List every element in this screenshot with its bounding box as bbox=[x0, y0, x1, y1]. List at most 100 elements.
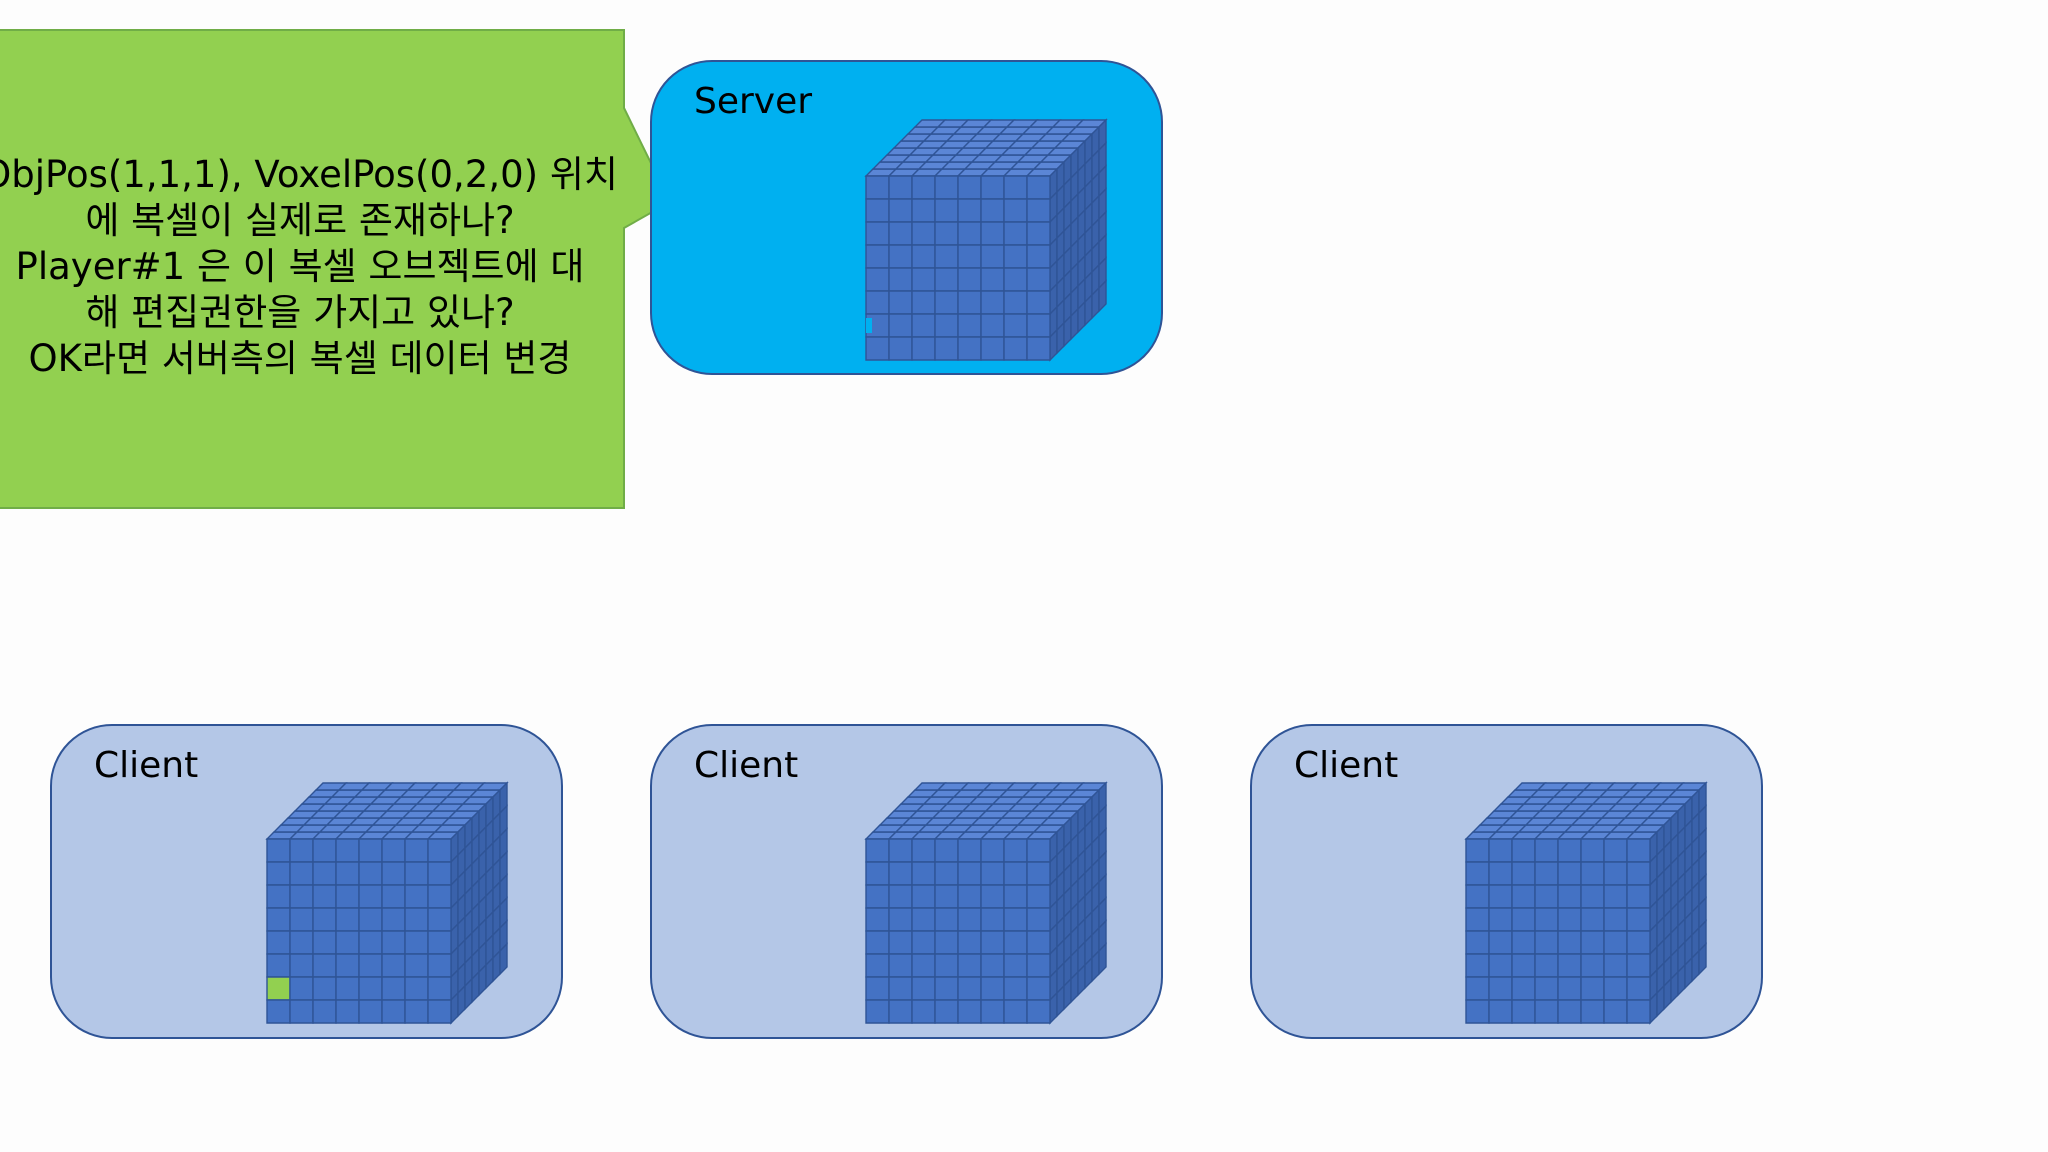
voxel-front bbox=[957, 313, 982, 338]
voxel-front bbox=[1534, 976, 1559, 1001]
callout-line: ObjPos(1,1,1), VoxelPos(0,2,0) 위치 bbox=[0, 153, 618, 196]
voxel-front bbox=[1488, 953, 1513, 978]
voxel-front bbox=[888, 267, 913, 292]
voxel-front bbox=[911, 930, 936, 955]
voxel-front bbox=[1026, 999, 1051, 1024]
voxel-front bbox=[934, 267, 959, 292]
voxel-front bbox=[1534, 838, 1559, 863]
voxel-front bbox=[911, 861, 936, 886]
voxel-front bbox=[289, 861, 314, 886]
voxel-front bbox=[980, 976, 1005, 1001]
voxel-front bbox=[980, 930, 1005, 955]
voxel-front bbox=[911, 290, 936, 315]
voxel-front bbox=[911, 953, 936, 978]
voxel-front bbox=[404, 953, 429, 978]
voxel-front bbox=[1465, 930, 1490, 955]
voxel-front bbox=[911, 907, 936, 932]
voxel-front bbox=[911, 838, 936, 863]
voxel-front bbox=[1626, 953, 1651, 978]
voxel-front bbox=[957, 976, 982, 1001]
voxel-front bbox=[911, 244, 936, 269]
voxel-side bbox=[1098, 942, 1107, 976]
voxel-front bbox=[1003, 953, 1028, 978]
voxel-front bbox=[1580, 884, 1605, 909]
server-label: Server bbox=[694, 81, 813, 122]
voxel-front bbox=[934, 907, 959, 932]
voxel-front bbox=[335, 861, 360, 886]
voxel-front bbox=[1003, 884, 1028, 909]
removed-voxel-notch bbox=[866, 318, 872, 333]
client-label: Client bbox=[1294, 745, 1399, 786]
voxel-front bbox=[934, 976, 959, 1001]
voxel-front bbox=[427, 976, 452, 1001]
voxel-front bbox=[980, 999, 1005, 1024]
voxel-front bbox=[1557, 884, 1582, 909]
voxel-front bbox=[1026, 175, 1051, 200]
voxel-front bbox=[980, 175, 1005, 200]
voxel-front bbox=[1511, 907, 1536, 932]
voxel-front bbox=[1626, 907, 1651, 932]
voxel-front bbox=[1603, 930, 1628, 955]
voxel-front bbox=[1488, 930, 1513, 955]
voxel-front bbox=[934, 884, 959, 909]
voxel-front bbox=[1465, 907, 1490, 932]
voxel-front bbox=[427, 907, 452, 932]
voxel-front bbox=[1026, 267, 1051, 292]
voxel-front bbox=[427, 838, 452, 863]
voxel-front bbox=[865, 198, 890, 223]
voxel-front bbox=[934, 930, 959, 955]
callout-line: 에 복셀이 실제로 존재하나? bbox=[85, 199, 515, 242]
voxel-front bbox=[980, 953, 1005, 978]
voxel-front bbox=[289, 976, 314, 1001]
voxel-front bbox=[1003, 244, 1028, 269]
voxel-front bbox=[980, 267, 1005, 292]
voxel-front bbox=[289, 907, 314, 932]
voxel-front bbox=[1465, 861, 1490, 886]
voxel-front bbox=[381, 861, 406, 886]
voxel-front bbox=[1603, 884, 1628, 909]
voxel-front bbox=[934, 999, 959, 1024]
voxel-front bbox=[865, 999, 890, 1024]
voxel-front bbox=[957, 175, 982, 200]
voxel-front bbox=[381, 838, 406, 863]
voxel-front bbox=[911, 175, 936, 200]
voxel-front bbox=[335, 838, 360, 863]
callout-line: OK라면 서버측의 복셀 데이터 변경 bbox=[28, 337, 572, 380]
voxel-front bbox=[1557, 907, 1582, 932]
voxel-front bbox=[1603, 953, 1628, 978]
voxel-front bbox=[911, 267, 936, 292]
voxel-front bbox=[335, 907, 360, 932]
voxel-front bbox=[980, 244, 1005, 269]
client-label: Client bbox=[94, 745, 199, 786]
voxel-front bbox=[957, 244, 982, 269]
voxel-front bbox=[980, 861, 1005, 886]
voxel-front bbox=[289, 930, 314, 955]
voxel-front bbox=[980, 907, 1005, 932]
voxel-front bbox=[957, 267, 982, 292]
voxel-front bbox=[888, 838, 913, 863]
voxel-front bbox=[1003, 198, 1028, 223]
voxel-front bbox=[1603, 999, 1628, 1024]
voxel-front bbox=[427, 930, 452, 955]
voxel-front bbox=[1003, 976, 1028, 1001]
voxel-front bbox=[1488, 976, 1513, 1001]
callout-box bbox=[0, 29, 672, 509]
voxel-front bbox=[888, 336, 913, 361]
voxel-front bbox=[1534, 999, 1559, 1024]
voxel-front bbox=[312, 953, 337, 978]
voxel-front bbox=[1465, 953, 1490, 978]
voxel-front bbox=[358, 953, 383, 978]
client-2-voxel-cube bbox=[864, 781, 1108, 1025]
voxel-front bbox=[1534, 907, 1559, 932]
callout-text: ObjPos(1,1,1), VoxelPos(0,2,0) 위치 에 복셀이 … bbox=[0, 152, 640, 382]
voxel-front bbox=[404, 884, 429, 909]
voxel-front bbox=[312, 861, 337, 886]
voxel-front bbox=[888, 953, 913, 978]
voxel-front bbox=[865, 930, 890, 955]
voxel-front bbox=[865, 290, 890, 315]
voxel-front bbox=[1003, 221, 1028, 246]
voxel-front bbox=[404, 999, 429, 1024]
voxel-front bbox=[980, 336, 1005, 361]
voxel-front bbox=[980, 838, 1005, 863]
voxel-front bbox=[934, 290, 959, 315]
